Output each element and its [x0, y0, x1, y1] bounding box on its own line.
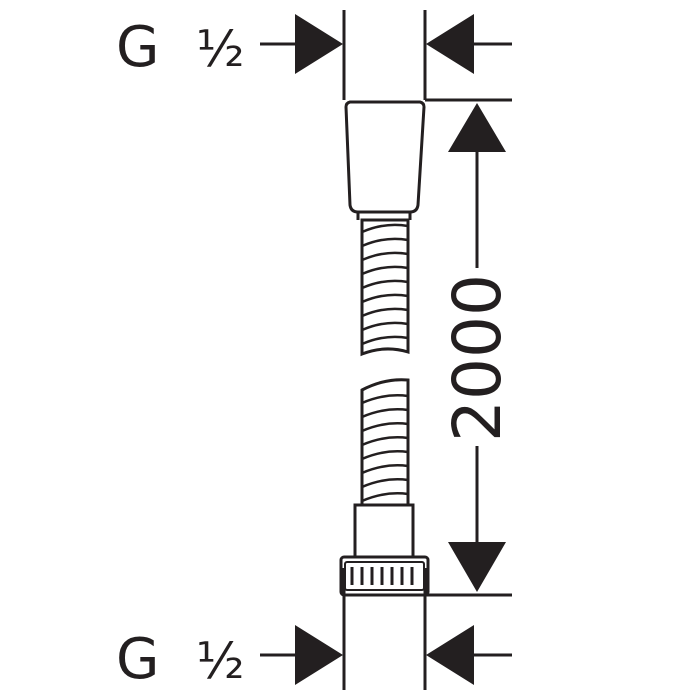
bottom-thread-size: ½ — [196, 632, 244, 690]
bottom-fitting-sleeve — [353, 503, 415, 559]
top-width-dimension — [260, 10, 512, 100]
hose-lower-outline — [360, 378, 410, 507]
hose-upper-spiral — [361, 223, 409, 346]
bottom-nut-inner — [344, 561, 425, 591]
hose-upper-section — [360, 218, 410, 357]
bottom-fitting — [339, 503, 430, 597]
top-thread-size: ½ — [196, 20, 244, 78]
length-label: 2000 — [439, 274, 516, 442]
top-thread-letter: G — [116, 15, 159, 80]
bottom-arrow-right — [295, 625, 343, 685]
hose-lower-section — [360, 378, 410, 507]
length-arrow-up — [448, 103, 506, 152]
bottom-width-dimension — [260, 568, 512, 690]
hose-upper-outline — [360, 218, 410, 357]
hose-lower-spiral — [361, 394, 409, 503]
bottom-arrow-left — [426, 625, 474, 685]
length-arrow-down — [448, 542, 506, 592]
bottom-thread-letter: G — [116, 627, 159, 692]
length-dimension — [425, 98, 512, 597]
top-arrow-right — [295, 14, 343, 74]
top-arrow-left — [426, 14, 474, 74]
top-fitting-body — [344, 100, 426, 214]
bottom-nut — [339, 555, 430, 597]
top-fitting — [344, 100, 426, 220]
bottom-nut-knurling — [350, 567, 414, 585]
